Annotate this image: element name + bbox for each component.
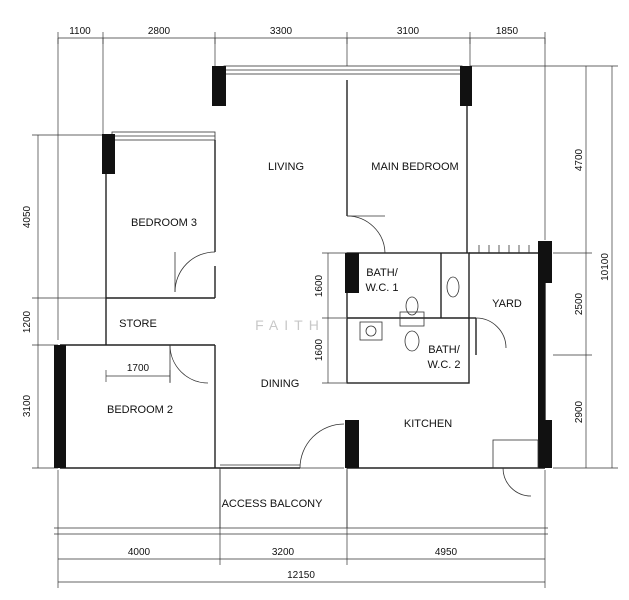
label-bath-1-line-2: W.C. 1 <box>365 282 398 294</box>
label-yard: YARD <box>492 298 522 310</box>
structural-columns <box>54 66 552 468</box>
room-labels: LIVING MAIN BEDROOM BEDROOM 3 STORE BEDR… <box>107 161 522 510</box>
right-dimension-chain: 4700 2500 2900 10100 <box>470 65 618 469</box>
dim-mid-left-2: 1600 <box>314 338 325 361</box>
label-kitchen: KITCHEN <box>404 418 452 430</box>
dim-top-1: 1100 <box>69 26 91 37</box>
walls <box>59 65 546 528</box>
top-dimension-chain: 1100 2800 3300 3100 1850 <box>57 26 546 340</box>
dim-left-1: 4050 <box>22 205 33 228</box>
dim-top-4: 3100 <box>397 26 420 37</box>
dim-bottom-total: 12150 <box>287 570 315 581</box>
store-dimension: 1700 <box>105 363 171 382</box>
bottom-dimension-chain: 4000 3200 4950 12150 <box>54 470 548 588</box>
dim-store: 1700 <box>127 363 150 374</box>
label-main-bedroom: MAIN BEDROOM <box>371 161 458 173</box>
label-bedroom-3: BEDROOM 3 <box>131 217 197 229</box>
label-bath-2-line-2: W.C. 2 <box>427 359 460 371</box>
dim-left-2: 1200 <box>22 310 33 333</box>
dim-right-1: 4700 <box>574 148 585 171</box>
dim-top-5: 1850 <box>496 26 519 37</box>
label-living: LIVING <box>268 161 304 173</box>
mid-left-dimension-chain: 1600 1600 <box>314 252 346 384</box>
dim-bottom-3: 4950 <box>435 547 458 558</box>
label-bath-2-line-1: BATH/ <box>428 344 461 356</box>
dim-right-2: 2500 <box>574 292 585 315</box>
label-bedroom-2: BEDROOM 2 <box>107 404 173 416</box>
label-access-balcony: ACCESS BALCONY <box>222 498 324 510</box>
watermark: FAITH <box>255 317 325 333</box>
dim-top-3: 3300 <box>270 26 293 37</box>
label-store: STORE <box>119 318 157 330</box>
label-dining: DINING <box>261 378 300 390</box>
dim-right-total: 10100 <box>600 253 611 281</box>
dim-bottom-1: 4000 <box>128 547 151 558</box>
dim-left-3: 3100 <box>22 394 33 417</box>
dim-right-3: 2900 <box>574 400 585 423</box>
left-dimension-chain: 4050 1200 3100 <box>22 134 108 469</box>
label-bath-1-line-1: BATH/ <box>366 267 399 279</box>
doors-and-fixtures <box>169 215 539 497</box>
dim-top-2: 2800 <box>148 26 171 37</box>
dim-mid-left-1: 1600 <box>314 274 325 297</box>
dim-bottom-2: 3200 <box>272 547 295 558</box>
